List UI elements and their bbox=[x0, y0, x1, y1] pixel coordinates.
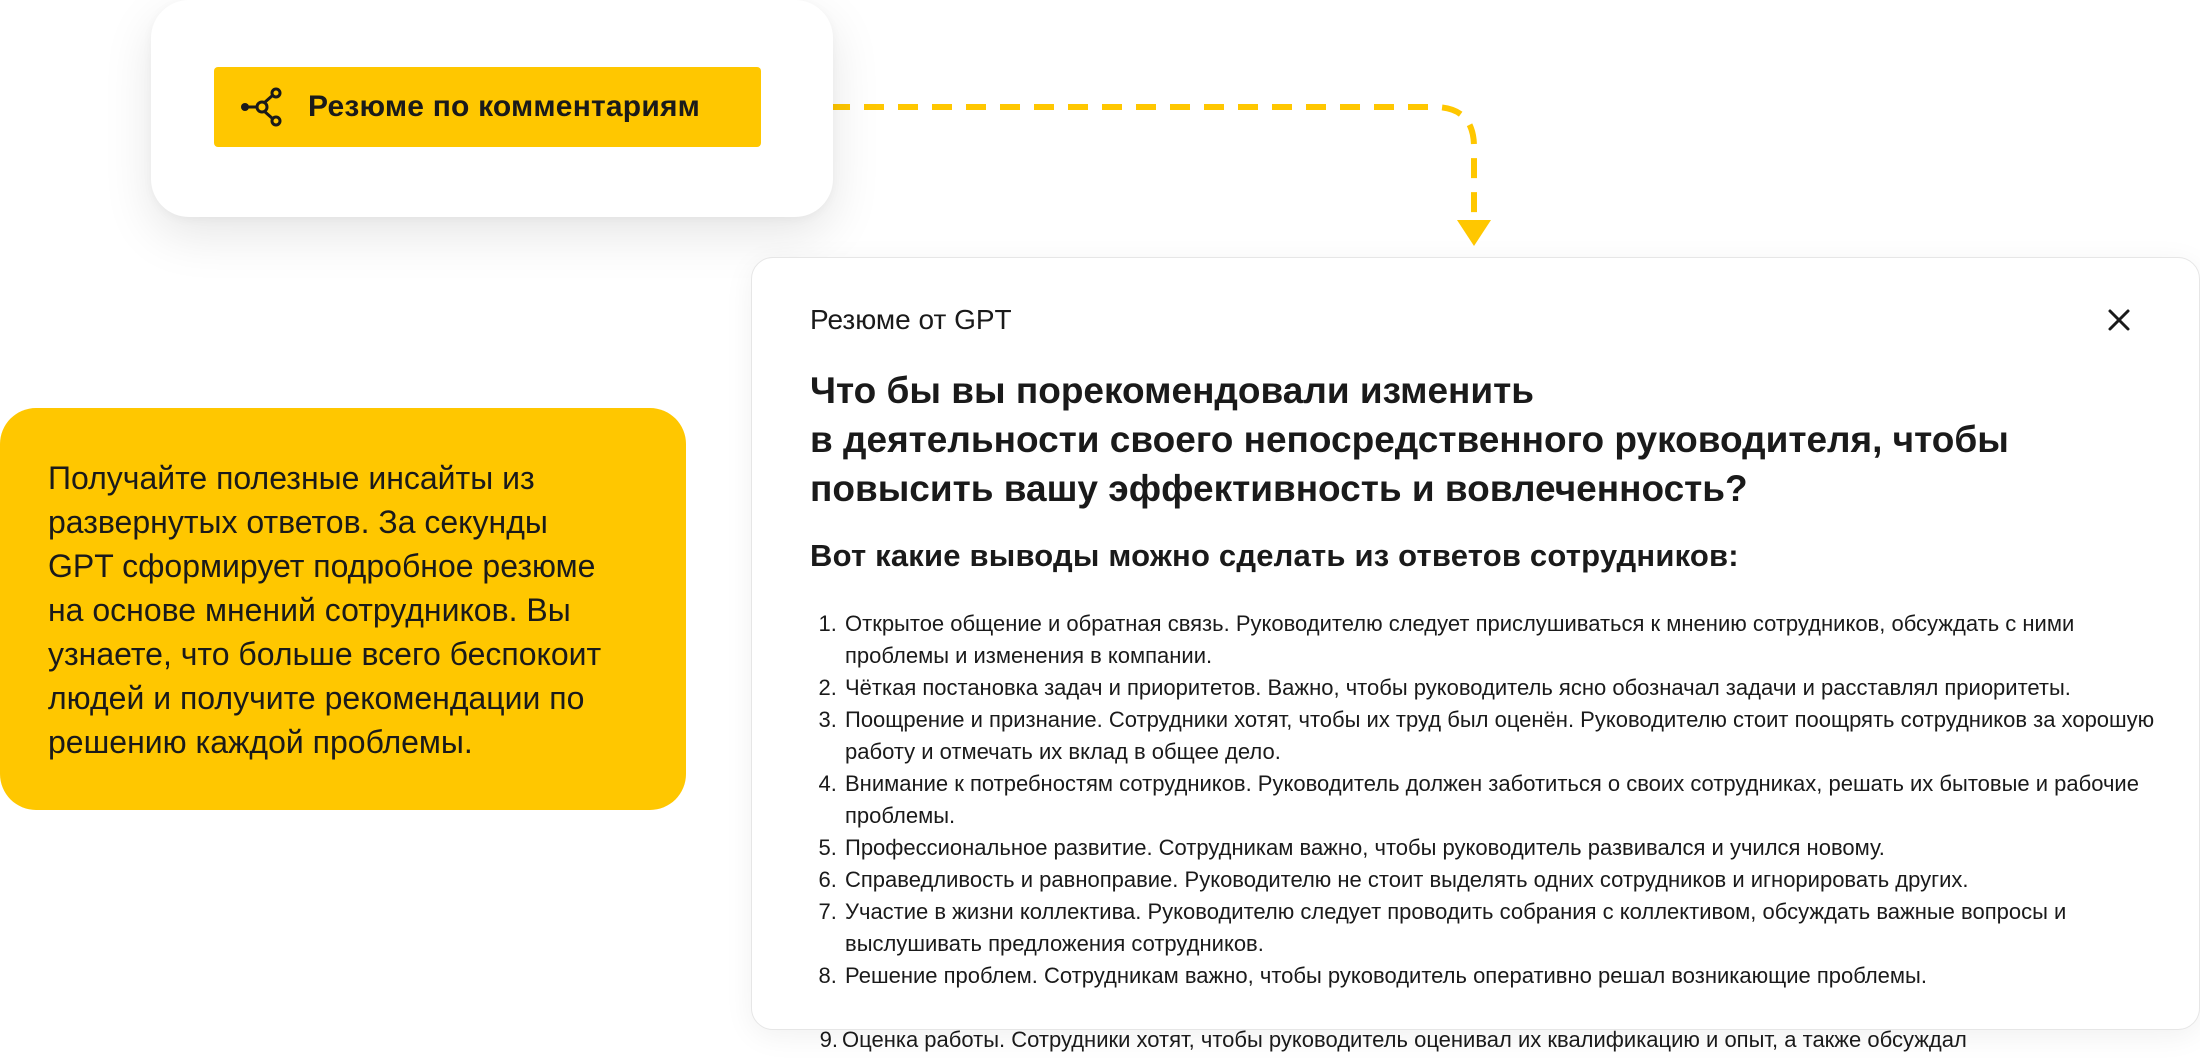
network-nodes-icon bbox=[240, 87, 286, 127]
list-item-number: 9. bbox=[819, 1027, 838, 1052]
conclusions-list: Открытое общение и обратная связь. Руков… bbox=[810, 608, 2182, 992]
list-item: Справедливость и равноправие. Руководите… bbox=[843, 864, 2182, 896]
info-line: на основе мнений сотрудников. Вы bbox=[48, 592, 571, 628]
info-card: Получайте полезные инсайты из развернуты… bbox=[0, 408, 686, 810]
info-line: Получайте полезные инсайты из bbox=[48, 460, 535, 496]
summary-by-comments-button[interactable]: Резюме по комментариям bbox=[214, 67, 761, 147]
answers-heading: Вот какие выводы можно сделать из ответо… bbox=[810, 538, 1739, 573]
question-line: повысить вашу эффективность и вовлеченно… bbox=[810, 468, 1748, 509]
info-line: GPT сформирует подробное резюме bbox=[48, 548, 596, 584]
modal-title: Резюме от GPT bbox=[810, 304, 1012, 335]
info-line: развернутых ответов. За секунды bbox=[48, 504, 548, 540]
list-item-overflow: 9.Оценка работы. Сотрудники хотят, чтобы… bbox=[809, 1024, 2189, 1056]
list-item: Поощрение и признание. Сотрудники хотят,… bbox=[843, 704, 2182, 768]
summary-button-label: Резюме по комментариям bbox=[308, 90, 701, 123]
list-item: Чёткая постановка задач и приоритетов. В… bbox=[843, 672, 2182, 704]
list-item: Решение проблем. Сотрудникам важно, чтоб… bbox=[843, 960, 2182, 992]
gpt-summary-modal: Резюме от GPT Что бы вы порекомендовали … bbox=[751, 257, 2200, 1030]
info-line: узнаете, что больше всего беспокоит bbox=[48, 636, 602, 672]
list-item: Участие в жизни коллектива. Руководителю… bbox=[843, 896, 2182, 960]
info-line: решению каждой проблемы. bbox=[48, 724, 473, 760]
close-icon[interactable] bbox=[2101, 302, 2137, 338]
list-item: Открытое общение и обратная связь. Руков… bbox=[843, 608, 2182, 672]
info-line: людей и получите рекомендации по bbox=[48, 680, 585, 716]
question-line: Что бы вы порекомендовали изменить bbox=[810, 370, 1535, 411]
list-item: Профессиональное развитие. Сотрудникам в… bbox=[843, 832, 2182, 864]
list-item: Внимание к потребностям сотрудников. Рук… bbox=[843, 768, 2182, 832]
info-card-text: Получайте полезные инсайты из развернуты… bbox=[48, 456, 642, 764]
list-item-text: Оценка работы. Сотрудники хотят, чтобы р… bbox=[842, 1027, 1967, 1052]
survey-question: Что бы вы порекомендовали изменить в дея… bbox=[810, 366, 2140, 513]
conclusions-list-area: Открытое общение и обратная связь. Руков… bbox=[810, 608, 2182, 992]
summary-button-card: Резюме по комментариям bbox=[151, 0, 833, 217]
question-line: в деятельности своего непосредственного … bbox=[810, 419, 2009, 460]
arrow-head bbox=[1457, 220, 1491, 246]
